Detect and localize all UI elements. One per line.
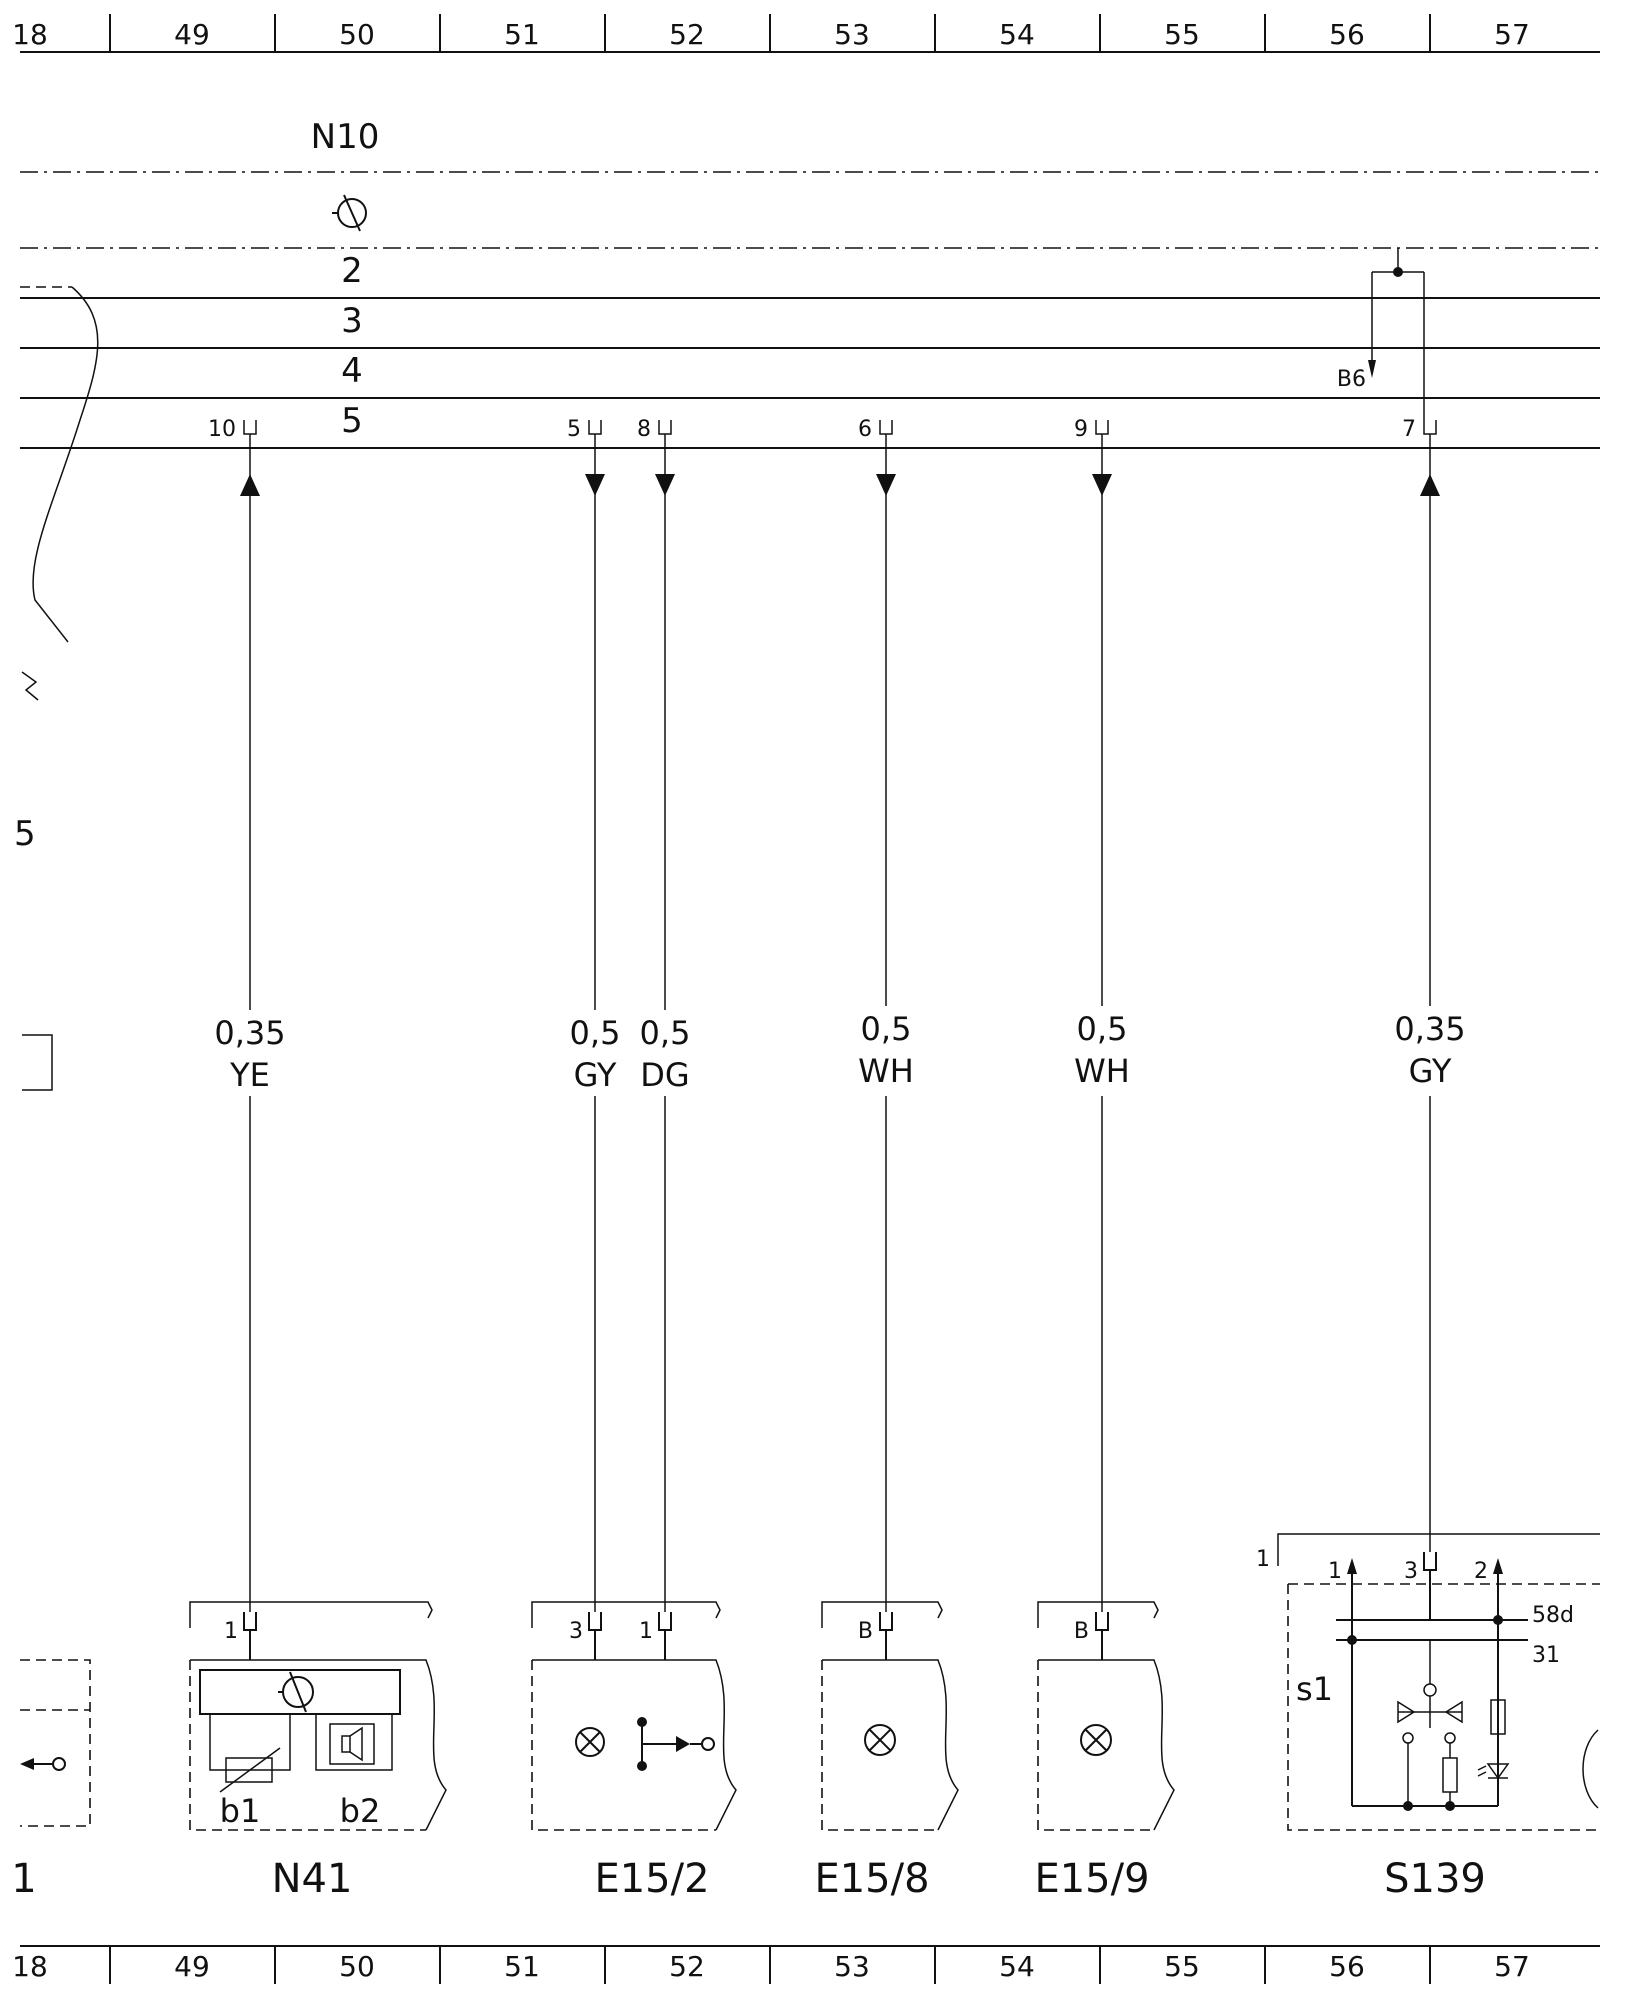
wire-gauge-e15-8: 0,5 <box>861 1010 912 1048</box>
grid-top-7: 55 <box>1164 18 1200 51</box>
bottom-grid-strip: 18 49 50 51 52 53 54 55 56 57 <box>12 1945 1600 1984</box>
pin-top-7: 7 <box>1402 417 1416 442</box>
grid-bottom-1: 49 <box>174 1950 210 1983</box>
left-edge-fragment: 5 <box>14 814 36 854</box>
e15-2-label: E15/2 <box>594 1856 709 1902</box>
n41-pin: 1 <box>224 1619 238 1644</box>
wire-gauge-s139: 0,35 <box>1394 1010 1465 1048</box>
bus-line-5: 5 <box>341 401 363 441</box>
component-s139 <box>1277 1533 1600 1831</box>
pin-top-10: 10 <box>208 417 236 442</box>
grid-top-0: 18 <box>12 18 48 51</box>
left-partial-component <box>20 1659 91 1827</box>
grid-top-5: 53 <box>834 18 870 51</box>
component-e15-9 <box>1037 1601 1175 1831</box>
s139-pin-1: 1 <box>1328 1559 1342 1584</box>
e15-8-lamp-icon <box>864 1724 896 1756</box>
pin-top-9: 9 <box>1074 417 1088 442</box>
top-grid-strip: 18 49 50 51 52 53 54 55 56 57 <box>12 14 1600 53</box>
e15-2-switch-icon <box>637 1717 715 1771</box>
s139-label: S139 <box>1384 1856 1486 1902</box>
grid-top-2: 50 <box>339 18 375 51</box>
wire-color-e15-2-b: DG <box>640 1056 689 1094</box>
grid-bottom-4: 52 <box>669 1950 705 1983</box>
wire-gauge-n41: 0,35 <box>214 1014 285 1052</box>
s139-pin-3: 3 <box>1404 1559 1418 1584</box>
wire-gauge-e15-2-b: 0,5 <box>640 1014 691 1052</box>
s139-frame-pin: 1 <box>1256 1547 1270 1572</box>
bus-line-4: 4 <box>341 351 363 391</box>
wire-gauge-e15-9: 0,5 <box>1077 1010 1128 1048</box>
wire-gauge-e15-2-a: 0,5 <box>570 1014 621 1052</box>
grid-bottom-6: 54 <box>999 1950 1035 1983</box>
grid-bottom-5: 53 <box>834 1950 870 1983</box>
e15-2-pin-a: 3 <box>569 1619 583 1644</box>
left-break-curve <box>32 286 99 643</box>
grid-top-1: 49 <box>174 18 210 51</box>
component-n41 <box>189 1601 447 1831</box>
bus-line-3: 3 <box>341 301 363 341</box>
e15-9-label: E15/9 <box>1034 1856 1149 1902</box>
e15-8-pin: B <box>858 1619 873 1644</box>
left-edge-label: 1 <box>11 1856 36 1902</box>
grid-top-8: 56 <box>1329 18 1365 51</box>
n41-sub-b1: b1 <box>220 1792 261 1830</box>
component-e15-2 <box>531 1601 737 1831</box>
s139-pin-2: 2 <box>1474 1559 1488 1584</box>
bus-lines <box>20 247 1600 449</box>
pin-top-8: 8 <box>637 417 651 442</box>
e15-2-pin-b: 1 <box>639 1619 653 1644</box>
grid-top-6: 54 <box>999 18 1035 51</box>
b6-subcircuit <box>1368 248 1425 420</box>
component-e15-8 <box>821 1601 959 1831</box>
grid-bottom-8: 56 <box>1329 1950 1365 1983</box>
module-title: N10 <box>311 117 380 157</box>
module-symbol-icon <box>332 194 367 232</box>
s139-label-31: 31 <box>1532 1643 1560 1668</box>
grid-bottom-3: 51 <box>504 1950 540 1983</box>
s139-label-58d: 58d <box>1532 1603 1574 1628</box>
grid-bottom-0: 18 <box>12 1950 48 1983</box>
bus-line-2: 2 <box>341 251 363 291</box>
wire-color-s139: GY <box>1409 1052 1452 1090</box>
grid-top-3: 51 <box>504 18 540 51</box>
pin-top-5: 5 <box>567 417 581 442</box>
n41-label: N41 <box>272 1856 353 1902</box>
grid-bottom-2: 50 <box>339 1950 375 1983</box>
top-connector-pins <box>243 420 1437 435</box>
wire-s139 <box>1420 434 1440 1552</box>
wire-color-e15-8: WH <box>858 1052 914 1090</box>
b6-label: B6 <box>1337 367 1366 392</box>
grid-bottom-9: 57 <box>1494 1950 1530 1983</box>
e15-2-lamp-icon <box>575 1727 605 1757</box>
s139-sub-s1: s1 <box>1296 1670 1333 1708</box>
wire-color-n41: YE <box>229 1056 270 1094</box>
e15-9-pin: B <box>1074 1619 1089 1644</box>
wire-color-e15-9: WH <box>1074 1052 1130 1090</box>
pin-top-6: 6 <box>858 417 872 442</box>
grid-top-9: 57 <box>1494 18 1530 51</box>
e15-8-label: E15/8 <box>814 1856 929 1902</box>
n41-sub-b2: b2 <box>340 1792 381 1830</box>
grid-top-4: 52 <box>669 18 705 51</box>
wire-color-e15-2-a: GY <box>574 1056 617 1094</box>
grid-bottom-7: 55 <box>1164 1950 1200 1983</box>
e15-9-lamp-icon <box>1080 1724 1112 1756</box>
